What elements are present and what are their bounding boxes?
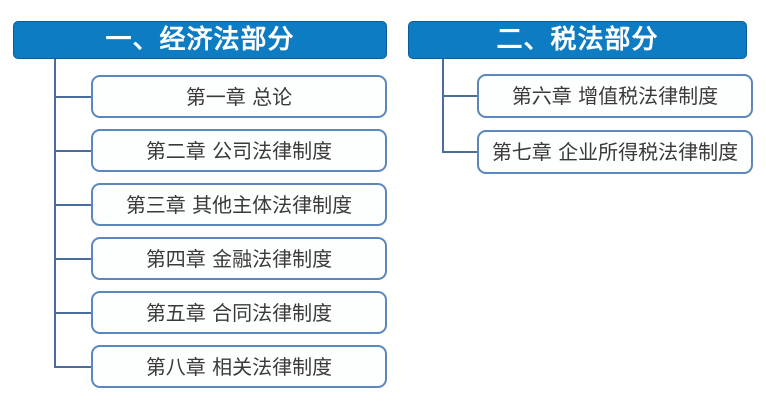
chapter-node-7: 第七章 企业所得税法律制度 xyxy=(443,130,753,174)
tax-law-connector-line xyxy=(442,59,444,153)
chapter-node-2: 第二章 公司法律制度 xyxy=(55,129,387,172)
chapter-node-4: 第四章 金融法律制度 xyxy=(55,237,387,280)
chapter-node-5: 第五章 合同法律制度 xyxy=(55,291,387,334)
economic-law-connector-line xyxy=(54,59,56,368)
chapter-node-1: 第一章 总论 xyxy=(55,75,387,118)
chapter-node-3: 第三章 其他主体法律制度 xyxy=(55,183,387,226)
chapter-node-8: 第八章 相关法律制度 xyxy=(55,345,387,388)
tax-law-header: 二、税法部分 xyxy=(408,21,747,59)
economic-law-header: 一、经济法部分 xyxy=(13,21,387,59)
chapter-node-6: 第六章 增值税法律制度 xyxy=(443,74,753,118)
